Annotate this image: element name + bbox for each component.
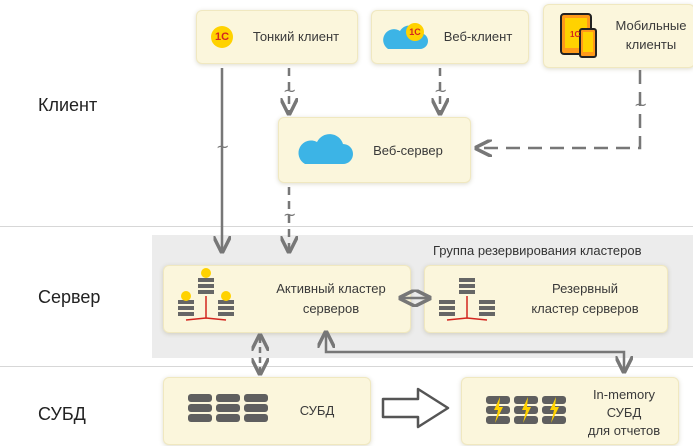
server-cluster-icon (178, 268, 234, 321)
inmemory-label-line1: In-memory (592, 387, 656, 402)
web-server-node: Веб-сервер (278, 117, 471, 183)
separator-client-server (0, 226, 693, 227)
mobile-clients-node: 1C Мобильные клиенты (543, 4, 693, 68)
connector-active-inmemory (326, 334, 624, 370)
tier-label-server: Сервер (38, 287, 101, 307)
inmemory-dbms-node: In-memory СУБД для отчетов (461, 377, 679, 445)
active-cluster-node: Активный кластер серверов (163, 265, 411, 333)
tier-label-dbms: СУБД (38, 404, 86, 424)
database-icon (188, 394, 268, 422)
1c-logo-icon: 1С (406, 23, 424, 41)
connector-mobile-to-web-server (478, 70, 642, 148)
1c-logo-icon: 1С (211, 26, 233, 48)
backup-cluster-label-line2: кластер серверов (531, 301, 639, 316)
active-cluster-label-line1: Активный кластер (276, 281, 386, 296)
backup-cluster-label-line1: Резервный (551, 281, 618, 296)
svg-text:~: ~ (283, 81, 296, 100)
mobile-devices-icon: 1C (560, 13, 597, 58)
dbms-label: СУБД (299, 403, 335, 418)
group-title: Группа резервирования кластеров (433, 243, 642, 258)
svg-text:~: ~ (434, 81, 447, 100)
web-client-node: 1С Веб-клиент (371, 10, 529, 64)
web-client-label: Веб-клиент (443, 29, 513, 44)
tier-label-client: Клиент (38, 95, 98, 115)
thin-client-node: 1С Тонкий клиент (196, 10, 358, 64)
active-cluster-label-line2: серверов (302, 301, 360, 316)
svg-text:~: ~ (216, 137, 229, 156)
web-server-label: Веб-сервер (373, 143, 443, 158)
mobile-clients-label-line2: клиенты (625, 37, 677, 52)
thin-client-label: Тонкий клиент (252, 29, 340, 44)
dbms-node: СУБД (163, 377, 371, 445)
mobile-clients-label-line1: Мобильные (615, 18, 687, 33)
svg-text:~: ~ (283, 205, 296, 224)
svg-text:~: ~ (634, 95, 647, 114)
inmemory-label-line3: для отчетов (587, 423, 661, 438)
server-cluster-icon (439, 278, 495, 321)
svg-text:1C: 1C (570, 30, 580, 39)
inmemory-label-line2: СУБД (606, 405, 642, 420)
cloud-icon (298, 134, 353, 164)
inmemory-database-icon (486, 396, 566, 424)
